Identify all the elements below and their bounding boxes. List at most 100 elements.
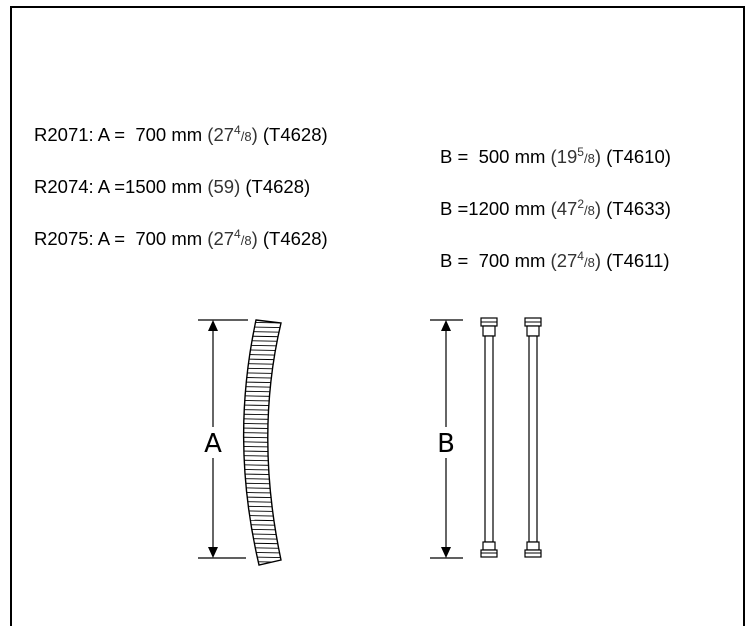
hose-rib: [243, 422, 281, 425]
drawing-frame: [10, 6, 745, 626]
hose-rib: [243, 491, 281, 494]
hose-rib: [243, 381, 281, 384]
bottom-ferrule: [482, 541, 496, 551]
a-value-inch: (59): [207, 176, 241, 197]
hose-rib: [243, 385, 281, 389]
hose-rib: [243, 450, 281, 453]
hose-rib: [243, 408, 281, 412]
hose-rib: [243, 413, 281, 416]
a-part-number: (T4628): [262, 124, 328, 145]
spec-a: R2074: A =1500 mm (59) (T4628): [34, 176, 310, 198]
dim-b-bottom-arrow: [441, 547, 451, 558]
spec-row-r2075: R2075: A = 700 mm (274/8) (T4628) B = 70…: [34, 206, 670, 272]
a-part-number: (T4628): [245, 176, 311, 197]
hose-rib: [243, 500, 281, 504]
model-number: R2075:: [34, 228, 94, 249]
hose-rib: [243, 445, 281, 448]
hose-rib: [243, 418, 281, 421]
hose-rib: [243, 551, 281, 554]
braided-body: [528, 335, 538, 543]
hose-rib: [243, 344, 281, 347]
hose-rib: [243, 546, 281, 550]
hose-rib: [243, 431, 281, 435]
spec-a: R2075: A = 700 mm (274/8) (T4628): [34, 228, 328, 252]
hose-rib: [243, 519, 281, 522]
hose-rib: [243, 537, 281, 540]
b-label: B =: [440, 250, 474, 271]
spec-row-r2074: R2074: A =1500 mm (59) (T4628) B =1200 m…: [34, 154, 671, 220]
b-part-number: (T4611): [606, 250, 670, 271]
spec-b: B = 500 mm (195/8) (T4610): [440, 146, 671, 170]
hose-rib: [243, 376, 281, 379]
hose-rib: [243, 330, 281, 333]
hose-rib: [243, 533, 281, 536]
hose-rib: [243, 326, 281, 329]
hose-rib: [243, 349, 281, 352]
braided-body: [484, 335, 494, 543]
dim-a-label: A: [204, 429, 222, 459]
hose-rib: [243, 358, 281, 361]
hose-rib: [230, 566, 295, 567]
b-value-mm: 500 mm: [473, 146, 551, 167]
bottom-ferrule: [526, 541, 540, 551]
a-label: A =: [97, 124, 131, 145]
hose-rib: [243, 441, 281, 444]
hose-rib: [243, 436, 281, 439]
dim-b-label: B: [437, 429, 455, 459]
b-label: B =: [440, 198, 469, 219]
a-label: A =: [97, 176, 126, 197]
model-number: R2071:: [34, 124, 94, 145]
hose-rib: [243, 528, 281, 531]
hose-rib: [243, 459, 281, 462]
hose-rib: [243, 454, 281, 458]
hose-rib: [243, 390, 281, 393]
hose-rib: [243, 399, 281, 402]
hose-rib: [243, 505, 281, 508]
a-value-inch: (274/8): [207, 123, 258, 145]
hose-rib: [243, 473, 281, 476]
hose-rib: [243, 514, 281, 517]
corrugated-hose: [230, 319, 295, 567]
a-value-mm: 1500 mm: [125, 176, 208, 197]
spec-b: B =1200 mm (472/8) (T4633): [440, 198, 671, 222]
a-value-inch: (274/8): [207, 227, 258, 249]
hose-rib: [243, 523, 281, 527]
b-part-number: (T4633): [606, 198, 671, 219]
dim-a-bottom-arrow: [208, 547, 218, 558]
hose-rib: [243, 464, 281, 467]
hose-rib: [243, 477, 281, 481]
dimension-a: [198, 319, 248, 559]
hose-rib: [243, 339, 281, 343]
b-value-mm: 1200 mm: [468, 198, 551, 219]
hose-rib: [243, 395, 281, 398]
top-ferrule: [526, 325, 540, 337]
a-value-mm: 700 mm: [130, 228, 208, 249]
hose-rib: [243, 542, 281, 545]
model-number: R2074:: [34, 176, 94, 197]
b-value-inch: (195/8): [550, 145, 601, 167]
hose-rib: [243, 372, 281, 375]
b-value-mm: 700 mm: [473, 250, 551, 271]
hose-rib: [243, 427, 281, 430]
hose-rib: [243, 335, 281, 338]
b-part-number: (T4610): [606, 146, 671, 167]
hose-rib: [243, 556, 281, 559]
a-part-number: (T4628): [262, 228, 328, 249]
hose-rib: [243, 560, 281, 563]
hose-rib: [243, 404, 281, 407]
dimension-b: [430, 319, 463, 559]
straight-connectors: [480, 317, 542, 558]
hose-rib: [243, 362, 281, 366]
b-value-inch: (472/8): [550, 197, 602, 219]
dim-a-top-arrow: [208, 320, 218, 331]
hose-rib: [243, 367, 281, 370]
hose-rib: [243, 482, 281, 485]
hose-rib: [243, 496, 281, 499]
spec-b: B = 700 mm (274/8) (T4611): [440, 250, 670, 274]
hose-rib: [243, 487, 281, 490]
hose-rib: [243, 321, 281, 324]
b-label: B =: [440, 146, 474, 167]
spec-a: R2071: A = 700 mm (274/8) (T4628): [34, 124, 328, 148]
spec-row-r2071: R2071: A = 700 mm (274/8) (T4628) B = 50…: [34, 102, 671, 168]
dim-b-top-arrow: [441, 320, 451, 331]
